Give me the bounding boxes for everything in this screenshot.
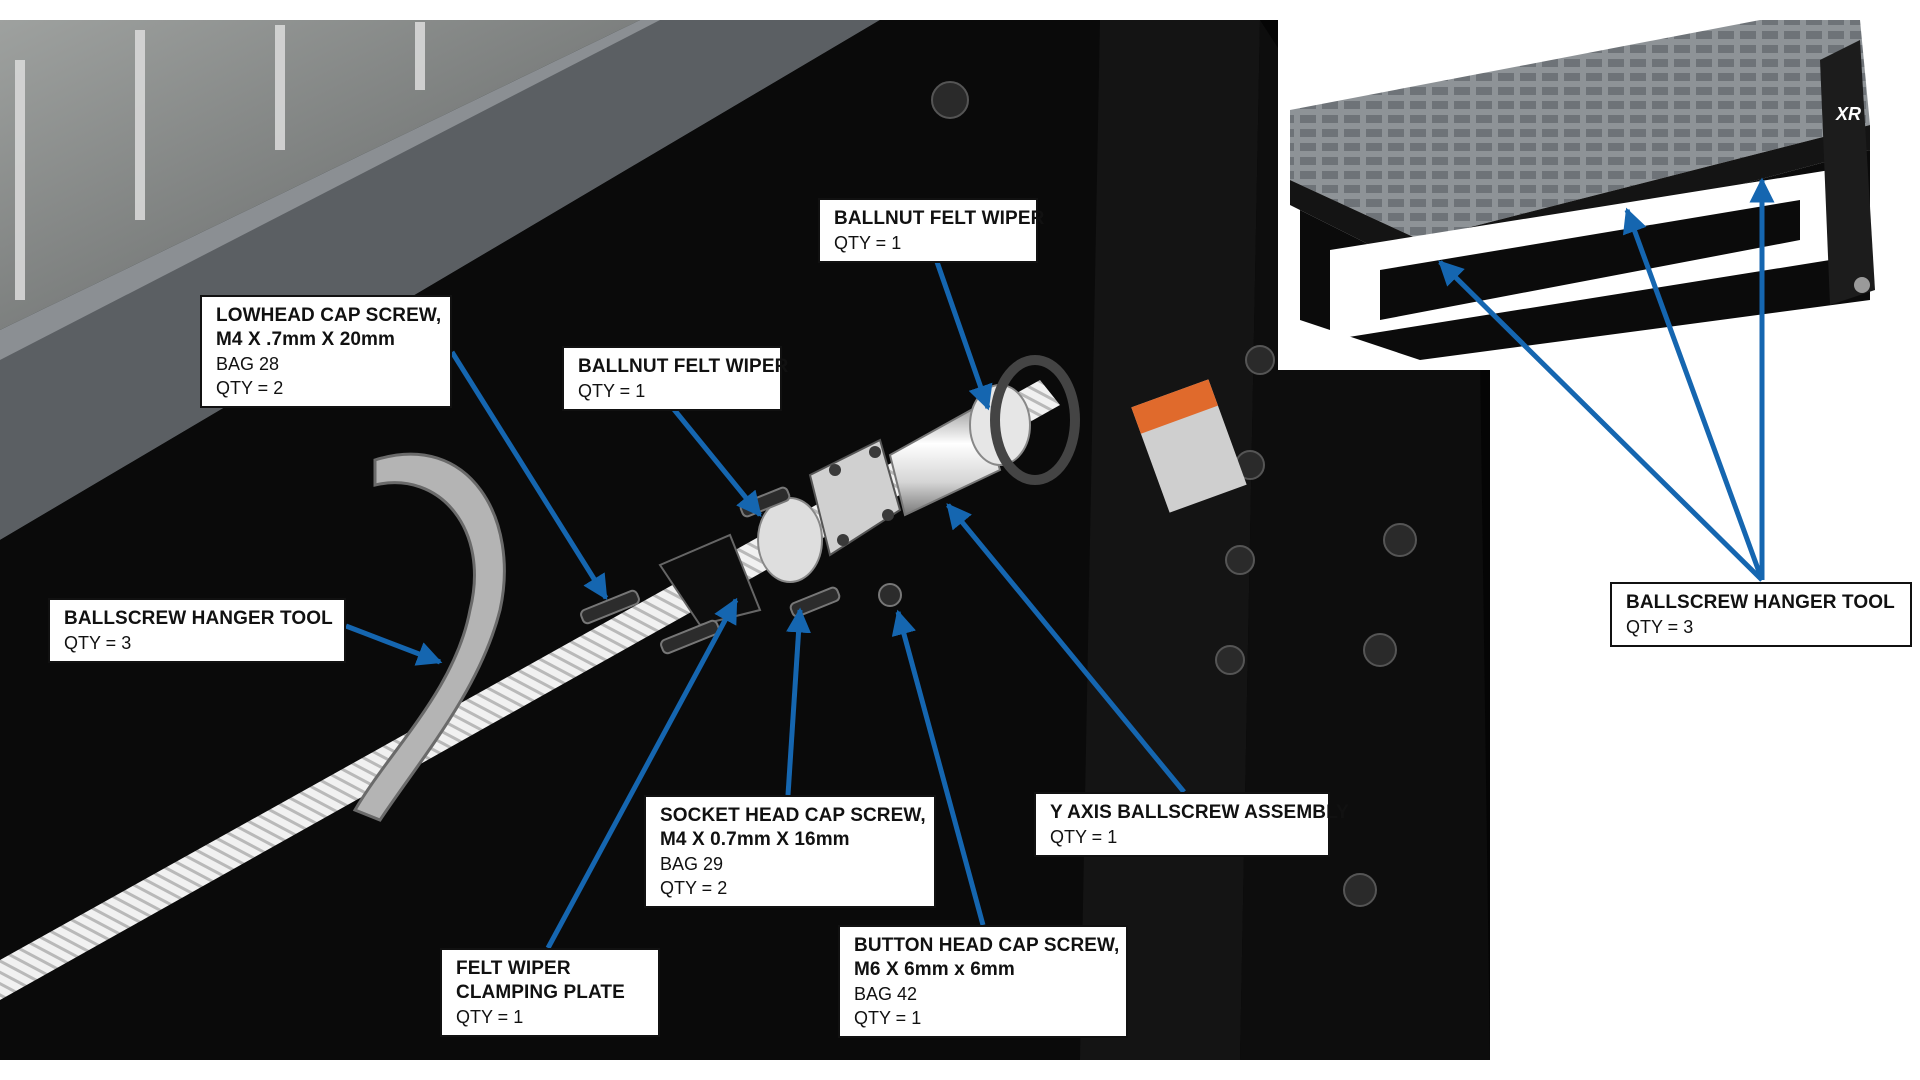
callout-title: SOCKET HEAD CAP SCREW, <box>660 805 926 826</box>
callout-lowhead-cap-screw: LOWHEAD CAP SCREW, M4 X .7mm X 20mm BAG … <box>200 295 452 408</box>
leader-clamp-plate <box>545 597 739 950</box>
inset-xr-logo: XR <box>1836 104 1862 124</box>
callout-button-head-cap-screw: BUTTON HEAD CAP SCREW, M6 X 6mm x 6mm BA… <box>838 925 1128 1038</box>
leader-lowhead <box>449 350 609 601</box>
callout-detail: QTY = 3 <box>1626 617 1694 637</box>
callout-ballnut-felt-wiper-top: BALLNUT FELT WIPER QTY = 1 <box>818 198 1045 263</box>
leader-hanger-right-1 <box>1438 260 1764 582</box>
callout-title: FELT WIPER <box>456 958 571 979</box>
inset-gantry <box>1820 40 1875 305</box>
callout-title: BALLSCREW HANGER TOOL <box>64 608 333 629</box>
callout-ballnut-felt-wiper-mid: BALLNUT FELT WIPER QTY = 1 <box>562 346 789 411</box>
callout-title: BALLNUT FELT WIPER <box>834 208 1045 229</box>
leader-wiper-top <box>933 258 993 411</box>
ballnut-felt-wiper-left <box>757 497 823 583</box>
callout-detail: QTY = 1 <box>456 1007 524 1027</box>
leader-hanger-right-2 <box>1622 207 1765 581</box>
callout-detail: BAG 42 <box>854 984 918 1004</box>
gantry-plate <box>1080 20 1260 1060</box>
callout-detail: QTY = 1 <box>1050 827 1118 847</box>
leader-button-head <box>891 609 986 926</box>
callout-title: Y AXIS BALLSCREW ASSEMBLY <box>1050 802 1349 823</box>
callout-detail: QTY = 1 <box>578 381 646 401</box>
callout-ballscrew-hanger-tool-left: BALLSCREW HANGER TOOL QTY = 3 <box>48 598 346 663</box>
callout-title: BALLNUT FELT WIPER <box>578 356 789 377</box>
callout-detail: QTY = 1 <box>834 233 902 253</box>
bearing-mount-ring <box>990 355 1080 485</box>
inset-cutting-table <box>1290 20 1870 240</box>
callout-felt-wiper-clamping-plate: FELT WIPER CLAMPING PLATE QTY = 1 <box>440 948 660 1037</box>
callout-title: BUTTON HEAD CAP SCREW, <box>854 935 1120 956</box>
callout-title: M6 X 6mm x 6mm <box>854 959 1015 980</box>
leader-socket-head <box>785 607 812 796</box>
slat-edges <box>15 22 425 300</box>
callout-detail: QTY = 1 <box>854 1008 922 1028</box>
callout-title: BALLSCREW HANGER TOOL <box>1626 592 1895 613</box>
callout-title: M4 X .7mm X 20mm <box>216 329 396 350</box>
lubrication-point-sticker <box>1131 379 1247 513</box>
leader-y-axis <box>946 503 1186 794</box>
inset-machine-overview <box>1278 8 1920 370</box>
callout-ballscrew-hanger-tool-right: BALLSCREW HANGER TOOL QTY = 3 <box>1610 582 1912 647</box>
callout-y-axis-ballscrew-assembly: Y AXIS BALLSCREW ASSEMBLY QTY = 1 <box>1034 792 1349 857</box>
callout-title: LOWHEAD CAP SCREW, <box>216 305 442 326</box>
callout-title: CLAMPING PLATE <box>456 982 625 1003</box>
leader-wiper-mid <box>670 405 762 517</box>
ballscrew-hanger-tool <box>352 452 506 822</box>
callout-socket-head-cap-screw: SOCKET HEAD CAP SCREW, M4 X 0.7mm X 16mm… <box>644 795 936 908</box>
callout-detail: BAG 29 <box>660 854 724 874</box>
leader-lines <box>345 177 1775 950</box>
callout-detail: QTY = 2 <box>216 378 284 398</box>
leader-hanger-left <box>345 623 443 666</box>
callout-detail: QTY = 3 <box>64 633 132 653</box>
callout-detail: QTY = 2 <box>660 878 728 898</box>
callout-detail: BAG 28 <box>216 354 280 374</box>
callout-title: M4 X 0.7mm X 16mm <box>660 829 850 850</box>
